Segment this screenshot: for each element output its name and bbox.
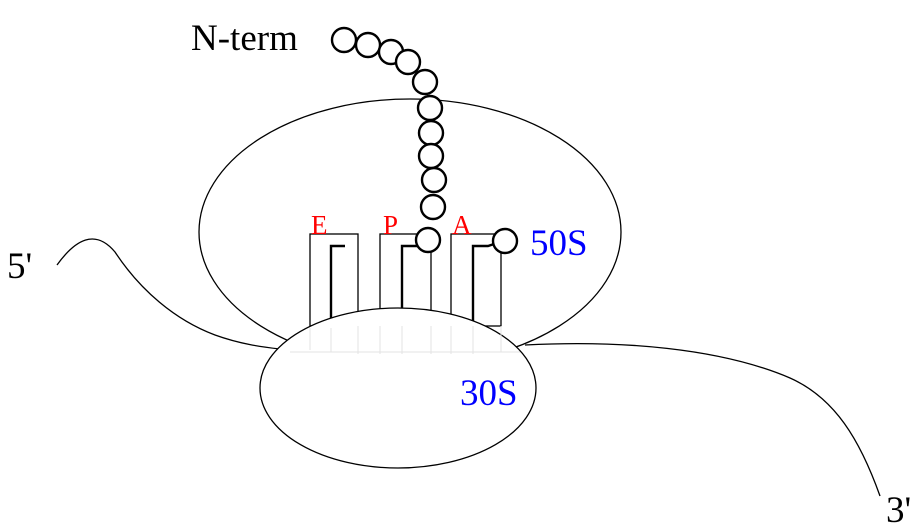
peptide-bead [394, 48, 422, 76]
large-subunit-label: 50S [530, 223, 588, 264]
peptide-bead [420, 166, 448, 194]
peptide-bead [417, 142, 445, 170]
polypeptide-chain [330, 26, 448, 254]
peptide-bead [416, 94, 444, 122]
three-prime-label: 3' [886, 490, 911, 525]
e-site-label: E [311, 210, 328, 240]
peptide-bead [354, 31, 382, 59]
small-subunit-label: 30S [460, 373, 518, 414]
a-site-label: A [452, 210, 472, 240]
codon-ticks [290, 326, 520, 354]
peptide-bead [411, 68, 439, 96]
small-subunit-30s [259, 307, 537, 469]
p-site-label: P [383, 210, 398, 240]
peptide-bead [417, 119, 445, 147]
peptide-bead [419, 193, 447, 221]
peptide-bead [330, 26, 358, 54]
mrna-3-prime-segment [524, 342, 881, 497]
five-prime-label: 5' [7, 246, 32, 287]
amino-acid-a-site [491, 227, 519, 255]
peptide-bead-p-site [414, 226, 442, 254]
mrna-5-prime-segment [56, 238, 281, 350]
n-term-label: N-term [191, 18, 298, 59]
